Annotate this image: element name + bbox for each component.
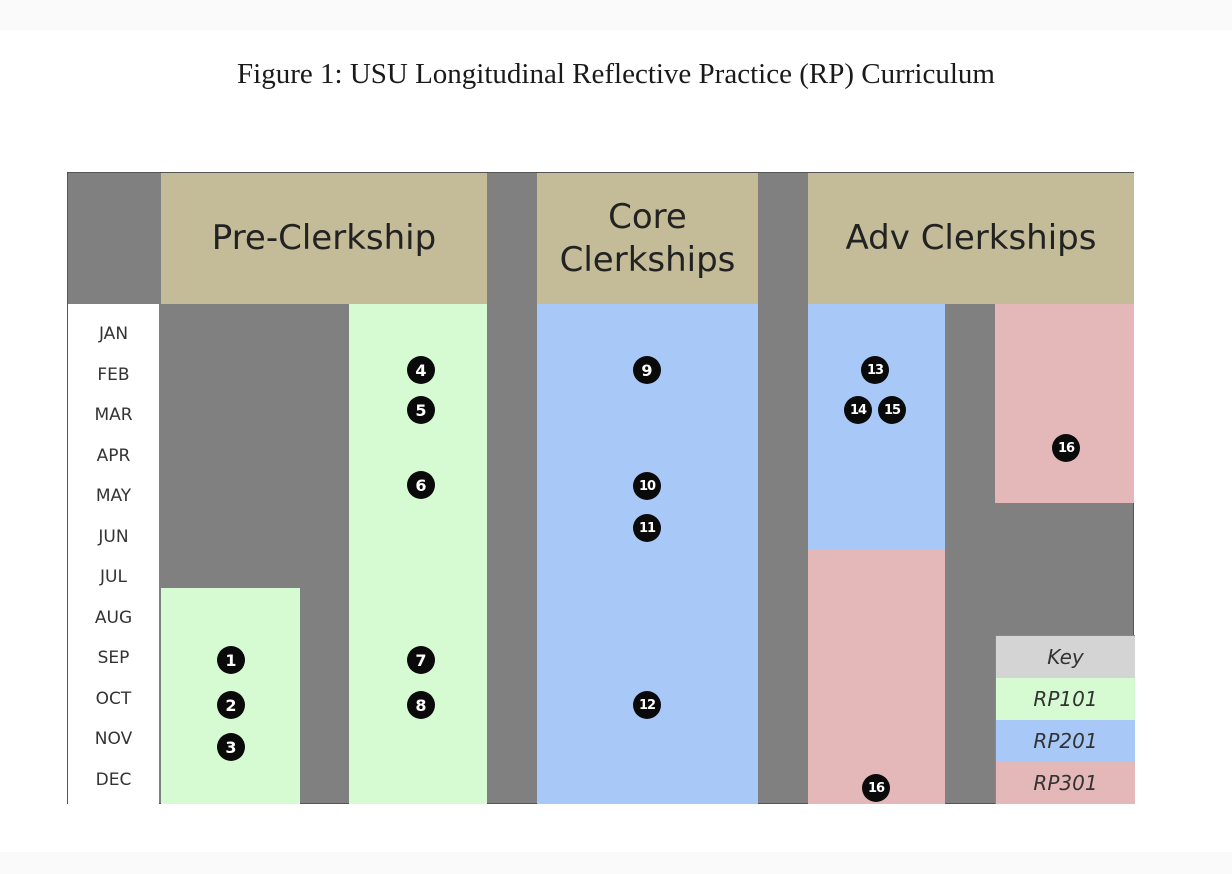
month-label: JUL (100, 567, 127, 588)
legend-key: Key RP101 RP201 RP301 (995, 635, 1135, 804)
adv-clerkships-label: Adv Clerkships (845, 218, 1097, 259)
marker-6: 6 (407, 471, 435, 499)
rp301-block-adv-upper (995, 304, 1134, 503)
month-label: MAY (95, 486, 132, 507)
marker-10: 10 (633, 472, 661, 500)
month-label: JAN (98, 324, 129, 345)
marker-15: 15 (878, 396, 906, 424)
marker-5: 5 (407, 396, 435, 424)
rp201-block-adv (808, 304, 945, 549)
month-column: JAN FEB MAR APR MAY JUN JUL AUG SEP OCT … (68, 304, 159, 804)
marker-1: 1 (217, 646, 245, 674)
marker-9: 9 (633, 356, 661, 384)
marker-2: 2 (217, 691, 245, 719)
rp101-block-year2 (349, 304, 487, 804)
marker-4: 4 (407, 356, 435, 384)
rp301-block-adv-lower (808, 549, 945, 804)
month-label: JUN (98, 526, 129, 547)
pre-clerkship-label: Pre-Clerkship (211, 218, 437, 259)
marker-14: 14 (844, 396, 872, 424)
figure-title: Figure 1: USU Longitudinal Reflective Pr… (237, 58, 995, 90)
adv-clerkships-header: Adv Clerkships (808, 173, 1134, 304)
marker-13: 13 (861, 356, 889, 384)
marker-16-lower: 16 (862, 774, 890, 802)
key-rp201: RP201 (996, 720, 1135, 762)
marker-3: 3 (217, 733, 245, 761)
marker-16-upper: 16 (1052, 434, 1080, 462)
month-label: AUG (94, 607, 133, 628)
key-rp301: RP301 (996, 762, 1135, 804)
marker-12: 12 (633, 691, 661, 719)
month-label: SEP (97, 648, 130, 669)
month-label: MAR (94, 405, 133, 426)
pre-clerkship-header: Pre-Clerkship (161, 173, 487, 304)
core-clerkships-header: Core Clerkships (537, 173, 758, 304)
marker-7: 7 (407, 646, 435, 674)
curriculum-diagram: Pre-Clerkship Core Clerkships Adv Clerks… (67, 172, 1135, 804)
month-label: OCT (95, 688, 132, 709)
key-rp101: RP101 (996, 678, 1135, 720)
marker-11: 11 (633, 514, 661, 542)
month-label: NOV (94, 729, 133, 750)
marker-8: 8 (407, 691, 435, 719)
core-clerkships-label: Core Clerkships (559, 197, 736, 280)
month-label: DEC (95, 769, 132, 790)
key-title: Key (996, 636, 1135, 678)
month-label: APR (96, 445, 131, 466)
rp201-block-core (537, 304, 758, 804)
month-label: FEB (97, 364, 130, 385)
